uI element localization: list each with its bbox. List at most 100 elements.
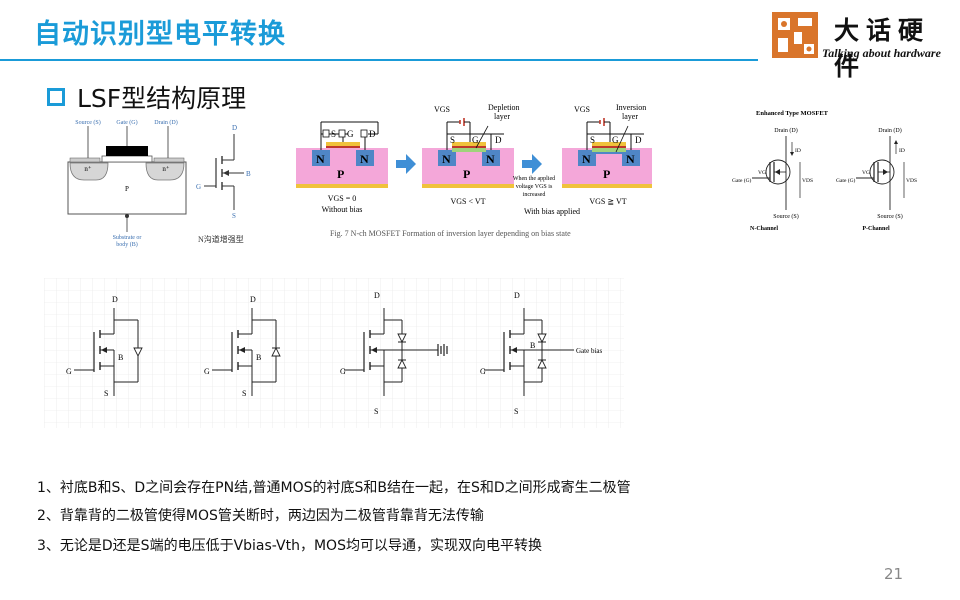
drain-label: Drain (D)	[154, 119, 178, 126]
note-1: 1、衬底B和S、D之间会存在PN结,普通MOS的衬底S和B结在一起，在S和D之间…	[37, 480, 631, 496]
arrow-right-icon	[522, 154, 542, 174]
panel-depletion: VGS Depletion layer S G D N N P VGS < VT	[422, 103, 520, 206]
drain-label: D	[514, 291, 520, 300]
bias-condition-label: VGS = 0	[328, 194, 357, 203]
voltage-label: VDS	[802, 178, 813, 184]
depletion-label: layer	[494, 112, 510, 121]
substrate-label: Substrate or	[113, 235, 142, 241]
enhanced-mosfet-figure: Enhanced Type MOSFET Drain (D) ID VDS VG…	[732, 110, 917, 232]
page-title: 自动识别型电平转换	[34, 19, 286, 50]
source-label: Source (S)	[773, 213, 799, 220]
gate-label: Gate (G)	[116, 119, 137, 126]
logo-icon	[772, 12, 950, 58]
source-label: S	[514, 407, 518, 416]
section-heading: LSF型结构原理	[47, 82, 247, 113]
gate-bias-label: Gate bias	[576, 347, 603, 355]
bulk-label: B	[256, 353, 261, 362]
panel-inversion: VGS Inversion layer S G D N N P VGS ≧ VT	[562, 103, 652, 206]
circuit-2: D B G S	[204, 295, 281, 398]
voltage-label: VDS	[906, 178, 917, 184]
drain-label: D	[112, 295, 118, 304]
p-region-label: P	[603, 167, 610, 181]
source-label: S	[331, 129, 336, 139]
n-region-label: N	[486, 152, 495, 166]
n-channel-symbol: Drain (D) ID VDS VG Gate (G) Source (S) …	[732, 127, 813, 232]
n-region-label: N	[442, 152, 451, 166]
drain-label: D	[369, 129, 376, 139]
source-label: Source (S)	[75, 119, 101, 126]
p-region-label: P	[463, 167, 470, 181]
symbol-caption: N沟道增强型	[198, 234, 244, 244]
vgs-label: VGS	[574, 105, 590, 114]
drain-label: Drain (D)	[774, 127, 798, 134]
figure-caption: Fig. 7 N-ch MOSFET Formation of inversio…	[330, 229, 571, 238]
drain-label: D	[232, 124, 237, 132]
note-3: 3、无论是D还是S端的电压低于Vbias-Vth，MOS均可以导通，实现双向电平…	[37, 538, 542, 554]
gate-label: G	[196, 183, 201, 191]
source-label: S	[374, 407, 378, 416]
lsf-circuit-grid-figure: D B G S D B G S D G S	[44, 278, 624, 428]
source-label: S	[450, 135, 455, 145]
drain-label: Drain (D)	[878, 127, 902, 134]
gate-label: G	[66, 367, 72, 376]
voltage-label: VG	[758, 170, 766, 176]
page-number: 21	[884, 565, 904, 583]
source-label: S	[232, 212, 236, 220]
bias-condition-label: VGS < VT	[450, 197, 485, 206]
gate-label: G	[340, 367, 346, 376]
annotation-text: increased	[523, 192, 546, 198]
bulk-label: B	[246, 170, 251, 178]
n-region-label: N	[360, 152, 369, 166]
panel-without-bias: S G D N N P VGS = 0 Without bias	[296, 121, 388, 214]
title-divider	[0, 59, 758, 61]
bias-condition-label: VGS ≧ VT	[589, 197, 626, 206]
current-label: ID	[899, 148, 905, 154]
body-label: body (B)	[116, 241, 138, 248]
n-plus-label: n⁺	[162, 165, 170, 173]
inversion-label: Inversion	[616, 103, 646, 112]
source-label: S	[104, 389, 108, 398]
gate-label: G	[480, 367, 486, 376]
logo-subtitle: Talking about hardware	[822, 46, 941, 60]
inversion-layer-figure: S G D N N P VGS = 0 Without bias VGS Dep…	[296, 103, 652, 238]
gate-label: G	[204, 367, 210, 376]
panel-caption: With bias applied	[524, 207, 580, 216]
p-channel-symbol: Drain (D) ID VDS VG Gate (G) Source (S) …	[836, 127, 917, 232]
drain-label: D	[374, 291, 380, 300]
gate-label: G	[472, 135, 479, 145]
p-region-label: P	[337, 167, 344, 181]
circuit-3: D G S	[340, 291, 448, 416]
inversion-label: layer	[622, 112, 638, 121]
source-label: S	[242, 389, 246, 398]
depletion-label: Depletion	[488, 103, 520, 112]
source-label: S	[590, 135, 595, 145]
note-2: 2、背靠背的二极管使得MOS管关断时，两边因为二极管背靠背无法传输	[37, 508, 484, 524]
voltage-label: VG	[862, 170, 870, 176]
vgs-label: VGS	[434, 105, 450, 114]
drain-label: D	[250, 295, 256, 304]
annotation-text: When the applied	[513, 176, 555, 182]
gate-label: Gate (G)	[732, 177, 752, 184]
n-channel-label: N-Channel	[750, 226, 778, 232]
current-label: ID	[795, 148, 801, 154]
logo-text: 大话硬件	[834, 16, 931, 81]
gate-label: G	[347, 129, 354, 139]
p-channel-label: P-Channel	[862, 226, 890, 232]
n-plus-label: n⁺	[84, 165, 92, 173]
drain-label: D	[635, 135, 642, 145]
section-title: LSF型结构原理	[77, 84, 247, 113]
panel-caption: Without bias	[322, 205, 363, 214]
bulk-label: B	[530, 341, 535, 350]
square-bullet-icon	[47, 88, 65, 106]
gate-label: G	[612, 135, 619, 145]
source-label: Source (S)	[877, 213, 903, 220]
circuit-4: Gate bias D B G S	[480, 291, 603, 416]
p-region-label: P	[125, 185, 129, 193]
drain-label: D	[495, 135, 502, 145]
mosfet-cross-section-figure: Source (S) Gate (G) Drain (D) n⁺ n⁺ P Su…	[67, 119, 187, 248]
circuit-1: D B G S	[66, 295, 143, 398]
annotation-text: voltage VGS is	[516, 184, 553, 190]
bulk-label: B	[118, 353, 123, 362]
n-region-label: N	[582, 152, 591, 166]
arrow-right-icon	[396, 154, 416, 174]
